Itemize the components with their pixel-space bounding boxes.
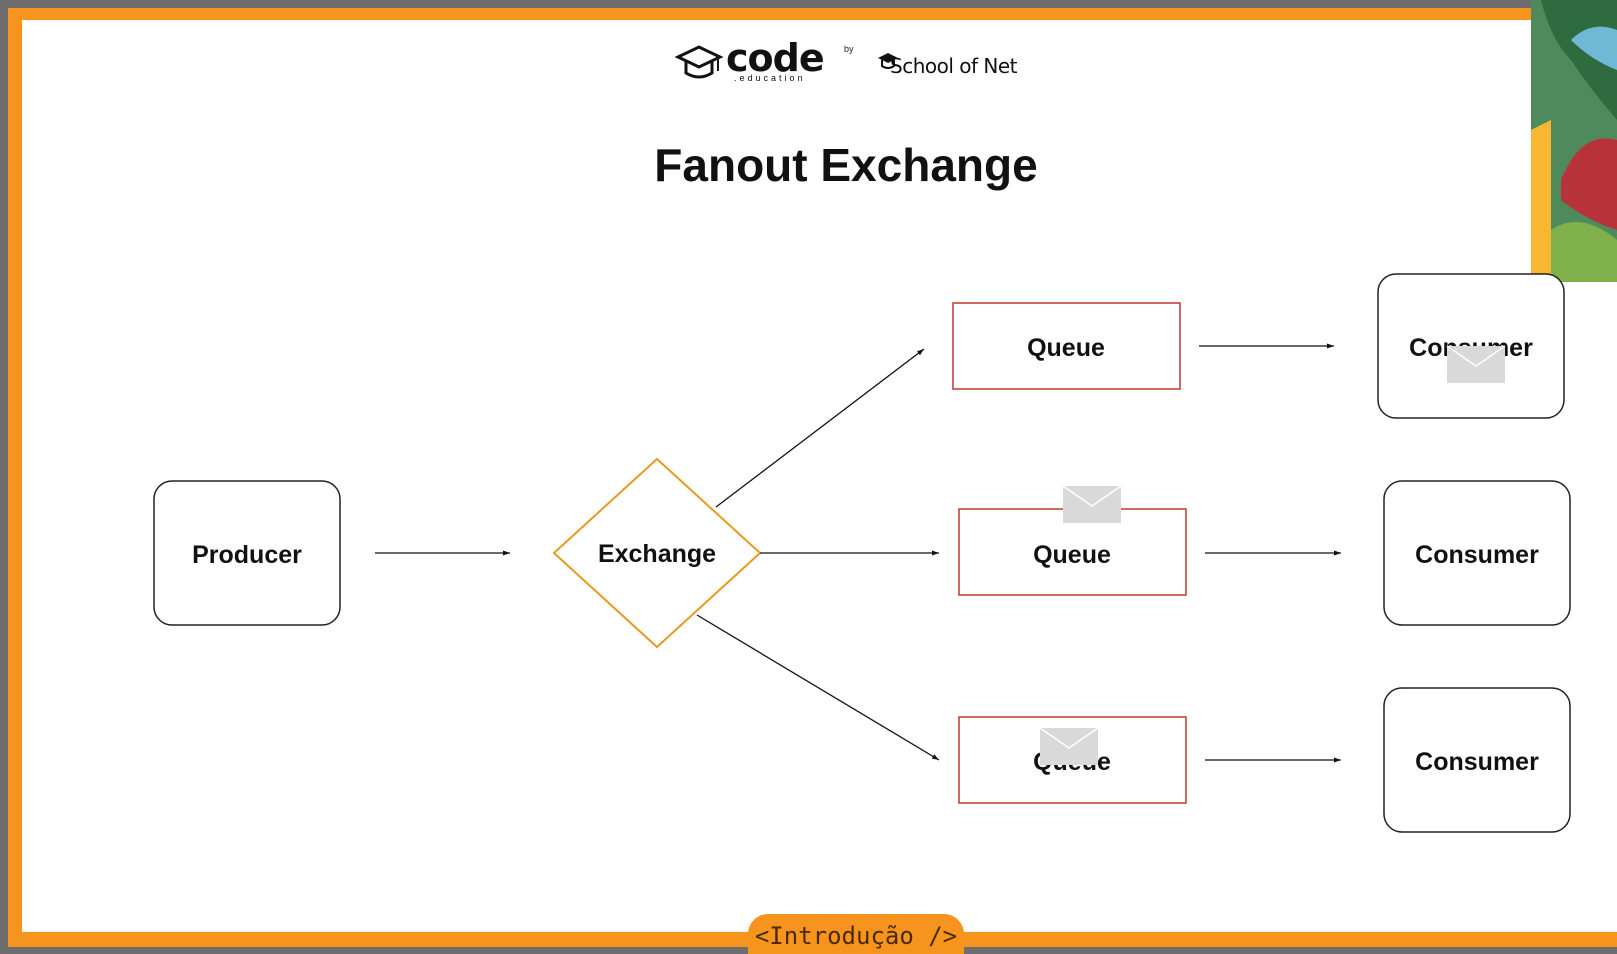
exchange-node: Exchange <box>552 457 762 649</box>
queue-top-node: Queue <box>952 302 1181 390</box>
envelope-icon <box>1039 727 1099 765</box>
section-tab-label: <Introdução /> <box>754 922 958 950</box>
exchange-label: Exchange <box>598 540 716 568</box>
queue-top-label: Queue <box>1027 334 1105 362</box>
consumer-bot-label: Consumer <box>1415 748 1539 776</box>
envelope-icon <box>1062 485 1122 523</box>
queue-mid-node: Queue <box>958 508 1187 596</box>
webcam-overlay <box>1531 0 1617 282</box>
envelope-icon <box>1446 345 1506 383</box>
school-cap-icon <box>878 53 898 69</box>
code-logo-text: code <box>726 36 825 80</box>
brand-header: code .education by School of Net <box>0 36 1617 86</box>
by-text: by <box>844 44 854 54</box>
school-of-net-text: School of Net <box>890 54 1018 78</box>
arrow-exchange-queue-bot <box>696 614 940 761</box>
school-of-net-logo: School of Net <box>876 46 1026 80</box>
producer-label: Producer <box>192 541 302 569</box>
queue-mid-label: Queue <box>1033 541 1111 569</box>
consumer-mid-label: Consumer <box>1415 541 1539 569</box>
consumer-mid-node: Consumer <box>1383 480 1571 626</box>
slide <box>22 20 1617 932</box>
arrow-exchange-queue-top <box>715 348 925 508</box>
producer-node: Producer <box>153 480 341 626</box>
code-education-logo: code .education <box>674 39 834 83</box>
consumer-bot-node: Consumer <box>1383 687 1571 833</box>
section-tab: <Introdução /> <box>748 914 964 954</box>
slide-title: Fanout Exchange <box>654 139 1038 191</box>
graduation-cap-icon <box>674 45 724 79</box>
code-logo-subtext: .education <box>734 73 806 83</box>
